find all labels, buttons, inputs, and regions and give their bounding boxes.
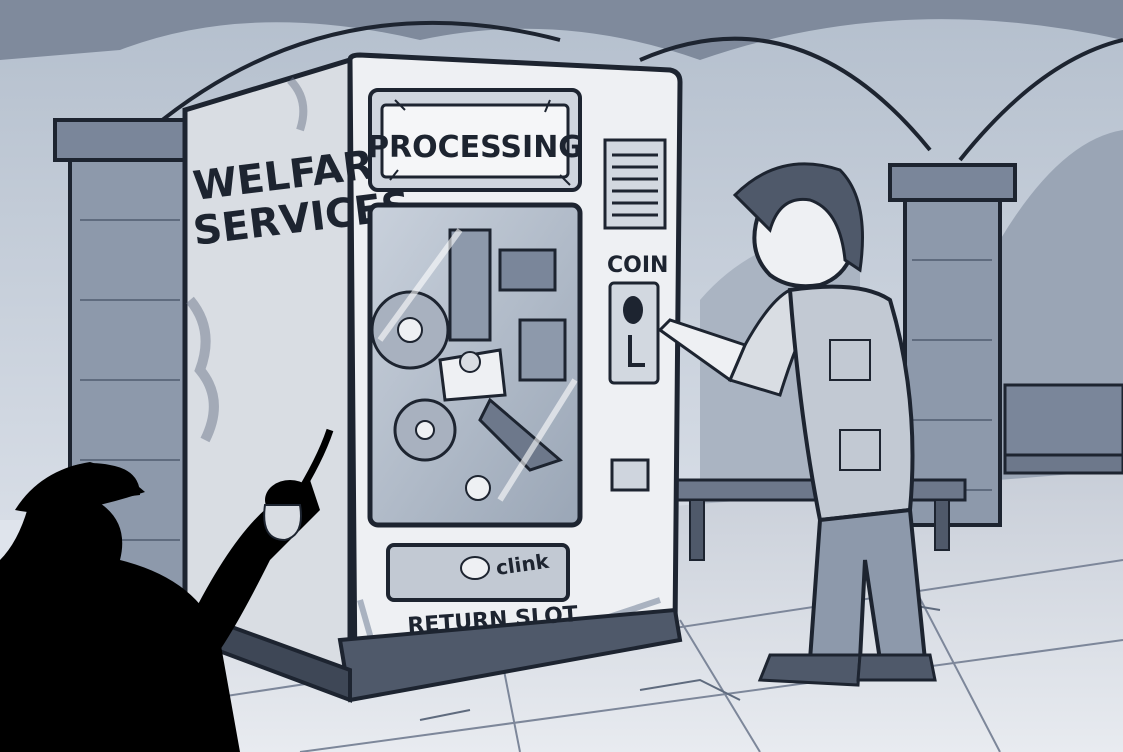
coin-icon xyxy=(460,556,490,580)
mechanism-window xyxy=(367,202,583,528)
detective-silhouette xyxy=(0,428,334,752)
ragged-man xyxy=(657,162,937,687)
bench-far xyxy=(1003,383,1123,475)
coin-slot[interactable] xyxy=(608,281,660,385)
coin-label: COIN xyxy=(607,253,668,278)
coin-icon xyxy=(459,351,481,373)
change-slot[interactable] xyxy=(610,458,650,492)
status-display xyxy=(368,88,582,192)
envelope-icon xyxy=(438,348,507,402)
display-text: PROCESSING xyxy=(367,130,583,165)
return-slot[interactable] xyxy=(386,543,570,602)
pipe-icon xyxy=(263,504,302,542)
vent-grille xyxy=(603,138,667,230)
coin-icon xyxy=(465,475,491,501)
